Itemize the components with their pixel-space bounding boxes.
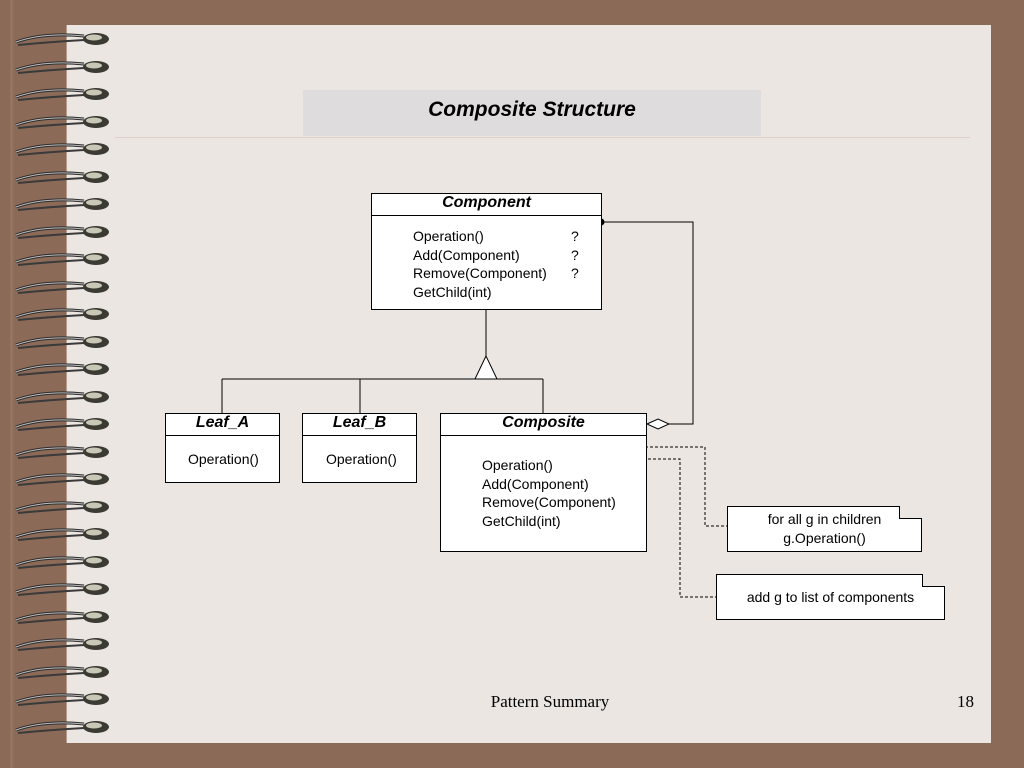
- spiral-coil-icon: [15, 583, 109, 596]
- composite-class-name: Composite: [441, 414, 646, 436]
- operation-note-line-2: g.Operation(): [783, 529, 866, 546]
- spiral-coil-icon: [15, 363, 109, 376]
- spiral-coil-icon: [15, 445, 109, 459]
- composite-op-1: Operation(): [482, 457, 553, 473]
- add-note: add g to list of components: [716, 574, 945, 620]
- page-number: 18: [957, 692, 974, 711]
- note-fold-icon: [899, 506, 922, 519]
- spiral-coil-icon: [15, 335, 109, 349]
- leaf-a-class-name: Leaf_A: [166, 414, 279, 436]
- component-op-3: Remove(Component): [413, 265, 547, 282]
- composite-operations: Operation() Add(Component) Remove(Compon…: [482, 456, 616, 530]
- component-op-1: Operation(): [413, 228, 484, 244]
- leaf-b-class: Leaf_B Operation(): [302, 413, 417, 483]
- spiral-coil-icon: [15, 60, 109, 74]
- composite-op-4: GetChild(int): [482, 512, 561, 529]
- spiral-coil-icon: [15, 610, 109, 624]
- operation-note-line-1: for all g in children: [767, 511, 882, 527]
- add-note-connector: [628, 458, 716, 598]
- component-op-2: Add(Component): [413, 246, 520, 263]
- leaf-b-class-name: Leaf_B: [303, 414, 416, 436]
- inheritance-triangle: [474, 354, 498, 380]
- spiral-coil-icon: [15, 693, 109, 706]
- slide-title: Composite Structure: [428, 98, 636, 121]
- composite-op-3: Remove(Component): [482, 494, 616, 511]
- spiral-coil-icon: [15, 88, 109, 101]
- spiral-coil-icon: [15, 33, 109, 46]
- title-divider: [115, 137, 970, 138]
- component-op-4: GetChild(int): [413, 283, 492, 300]
- component-operations: Operation() Add(Component) Remove(Compon…: [413, 227, 547, 301]
- component-marker-4: ?: [571, 265, 579, 282]
- leaf-a-operation: Operation(): [188, 451, 259, 467]
- component-marker-2: ?: [571, 228, 579, 244]
- spiral-coil-icon: [15, 225, 109, 239]
- leaf-b-operation: Operation(): [326, 451, 397, 467]
- spiral-coil-icon: [15, 500, 109, 514]
- spiral-coil-icon: [15, 528, 109, 541]
- spiral-coil-icon: [15, 253, 109, 266]
- slide-footer: Pattern Summary: [490, 692, 610, 711]
- component-op-markers: ? ? ?: [571, 227, 579, 283]
- spiral-coil-icon: [15, 170, 109, 184]
- slide-page: [67, 25, 991, 743]
- spiral-coil-icon: [15, 555, 109, 569]
- aggregation-diamond: [645, 418, 671, 430]
- spiral-coil-icon: [15, 638, 109, 651]
- spiral-coil-icon: [15, 390, 109, 404]
- spiral-coil-icon: [15, 665, 109, 679]
- aggregation-line: [602, 221, 694, 425]
- spiral-coil-icon: [15, 418, 109, 431]
- composite-op-2: Add(Component): [482, 475, 589, 492]
- operation-note-connector: [600, 446, 727, 527]
- leaf-a-class: Leaf_A Operation(): [165, 413, 280, 483]
- component-class-name: Component: [372, 194, 601, 216]
- note-fold-icon: [922, 574, 945, 587]
- spiral-coil-icon: [15, 473, 109, 486]
- spiral-coil-icon: [15, 115, 109, 129]
- spiral-coil-icon: [15, 198, 109, 211]
- composite-class: Composite Operation() Add(Component) Rem…: [440, 413, 647, 552]
- spiral-coil-icon: [15, 280, 109, 294]
- operation-note: for all g in children g.Operation(): [727, 506, 922, 552]
- spiral-coil-icon: [15, 308, 109, 321]
- spiral-coil-icon: [15, 143, 109, 156]
- component-marker-3: ?: [571, 246, 579, 263]
- spiral-coil-icon: [15, 720, 109, 734]
- add-note-text: add g to list of components: [746, 589, 915, 605]
- title-band: [303, 90, 761, 136]
- component-class: Component Operation() Add(Component) Rem…: [371, 193, 602, 310]
